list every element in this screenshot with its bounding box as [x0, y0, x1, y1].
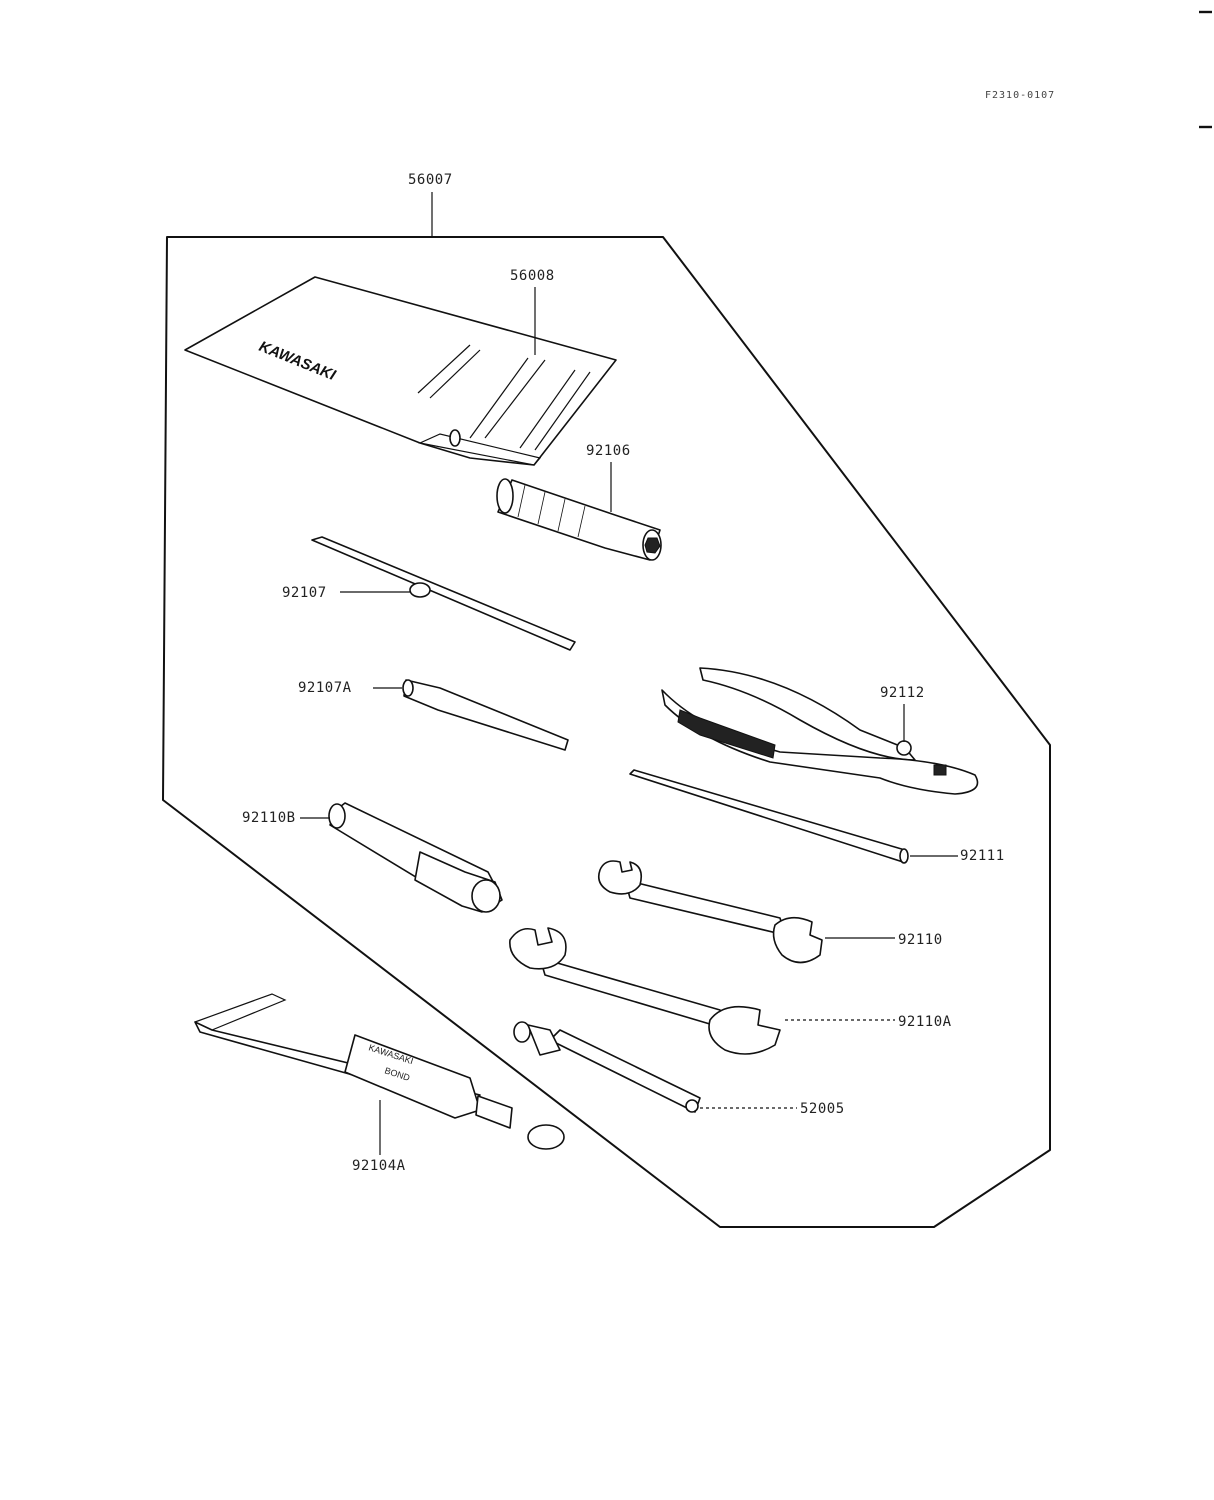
- label-92110B: 92110B: [242, 810, 296, 826]
- spark-plug-wrench: [496, 478, 662, 561]
- label-92104A: 92104A: [352, 1158, 406, 1174]
- label-92112: 92112: [880, 685, 925, 701]
- label-56008: 56008: [510, 268, 555, 284]
- label-92107A: 92107A: [298, 680, 352, 696]
- screwdriver-tip: [402, 679, 569, 751]
- reference-code: F2310-0107: [985, 90, 1055, 101]
- label-56007: 56007: [408, 172, 453, 188]
- kit-boundary: [162, 236, 1051, 1228]
- label-92110: 92110: [898, 932, 943, 948]
- label-92111: 92111: [960, 848, 1005, 864]
- label-92107: 92107: [282, 585, 327, 601]
- handle-bar: [629, 769, 909, 864]
- box-wrench: [328, 802, 503, 913]
- screwdriver-dual: [311, 536, 576, 651]
- label-52005: 52005: [800, 1101, 845, 1117]
- spoke-wrench: [513, 1021, 701, 1113]
- open-wrench-small: [597, 860, 823, 964]
- label-92110A: 92110A: [898, 1014, 952, 1030]
- grease-tube-and-hex-key: KAWASAKI BOND: [194, 993, 565, 1150]
- open-wrench-large: [509, 927, 781, 1055]
- label-92106: 92106: [586, 443, 631, 459]
- pliers: [661, 667, 979, 795]
- tool-bag: KAWASAKI: [184, 276, 617, 466]
